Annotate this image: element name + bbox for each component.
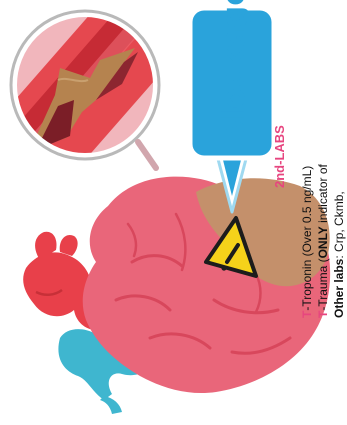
labs-line-emphasis: ONLY <box>316 226 330 258</box>
labs-line-text: indicator of <box>316 164 330 226</box>
labs-line-letter: T <box>300 311 314 318</box>
labs-line-other: Other labs: Crp, Ckmb, <box>332 191 346 318</box>
labs-line-letter: T <box>316 311 330 318</box>
labs-line-label: Other labs <box>332 259 346 318</box>
callout-label: blockage <box>216 0 252 142</box>
labs-line-text: -Troponin (Over 0.5 ng/mL) <box>300 166 314 311</box>
labs-line-troponin: T-Troponin (Over 0.5 ng/mL) <box>300 166 314 318</box>
labs-line-trauma: T-Trauma (ONLY indicator of <box>316 164 330 318</box>
artery-magnifier-icon <box>0 0 190 200</box>
labs-line-text: : Crp, Ckmb, <box>332 191 346 258</box>
heart-body <box>83 177 330 393</box>
labs-line-text: -Trauma ( <box>316 258 330 310</box>
labs-heading: 2nd-LABS <box>272 125 287 188</box>
